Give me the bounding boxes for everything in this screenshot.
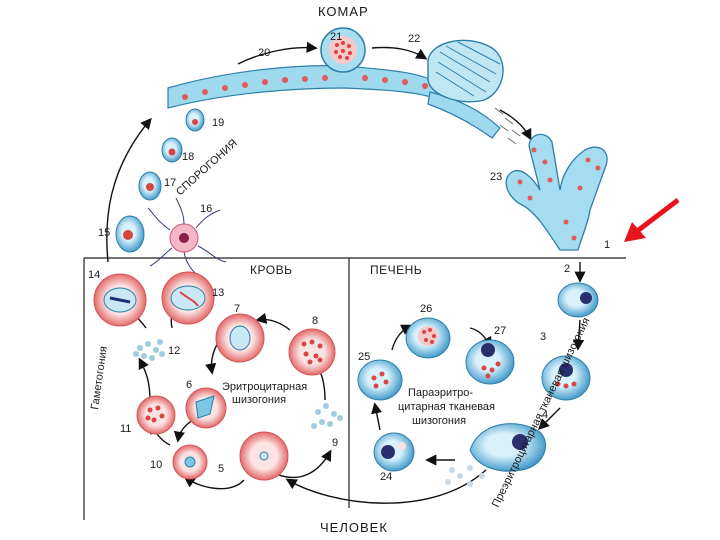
oocyst-stage-21 <box>320 27 366 73</box>
paraerythro-line3: шизогония <box>412 415 466 427</box>
stage-number: 12 <box>168 345 180 357</box>
microgametocyte-stage-16 <box>147 197 227 275</box>
stage-number: 6 <box>186 379 192 391</box>
mosquito-label: КОМАР <box>318 4 369 19</box>
stage-number: 13 <box>212 287 224 299</box>
stage-number: 5 <box>218 463 224 475</box>
stage-number: 7 <box>234 303 240 315</box>
stage-number: 18 <box>182 151 194 163</box>
stage-number: 25 <box>358 351 370 363</box>
sporozoite-stream <box>494 107 521 145</box>
mature-oocyst-stage-22 <box>427 39 504 103</box>
stage-number: 27 <box>494 325 506 337</box>
human-label: ЧЕЛОВЕК <box>320 520 388 535</box>
erythro-schizogony-line2: шизогония <box>232 394 286 406</box>
stage-number: 24 <box>380 471 392 483</box>
mosquito-gut-epithelium <box>167 65 501 139</box>
sporogony-stages <box>115 108 205 253</box>
paraerythro-line2: цитарная тканевая <box>398 401 495 413</box>
stage-number: 8 <box>312 315 318 327</box>
stage-number: 23 <box>490 171 502 183</box>
stage-number: 17 <box>164 177 176 189</box>
stage-number: 15 <box>98 227 110 239</box>
liver-label: ПЕЧЕНЬ <box>370 263 422 277</box>
stage-number: 14 <box>88 269 100 281</box>
stage-number: 4 <box>542 409 548 421</box>
stage-number: 3 <box>540 331 546 343</box>
stage-number: 26 <box>420 303 432 315</box>
stage-number: 20 <box>258 47 270 59</box>
stage-number: 21 <box>330 31 342 43</box>
stage-number: 1 <box>604 239 610 251</box>
red-pointer-arrow <box>624 198 680 242</box>
blood-cells <box>93 271 343 481</box>
paraerythro-line1: Параэритро- <box>408 387 473 399</box>
stage-number: 2 <box>564 263 570 275</box>
sporogony-label: СПОРОГОНИЯ <box>174 137 240 198</box>
region-dividers <box>83 257 626 520</box>
blood-label: КРОВЬ <box>250 263 292 277</box>
stage-number: 9 <box>332 437 338 449</box>
erythro-schizogony-line1: Эритроцитарная <box>222 381 307 393</box>
stage-number: 22 <box>408 33 420 45</box>
salivary-gland-stage-23 <box>505 133 608 251</box>
stage-numbers: 1 2 3 4 5 6 7 8 9 10 11 12 13 14 15 16 1… <box>88 31 610 483</box>
gametogony-label: Гаметогония <box>89 345 110 410</box>
stage-number: 16 <box>200 203 212 215</box>
stage-number: 19 <box>212 117 224 129</box>
liver-cells <box>357 282 599 487</box>
stage-number: 11 <box>120 423 131 435</box>
stage-number: 10 <box>150 459 162 471</box>
